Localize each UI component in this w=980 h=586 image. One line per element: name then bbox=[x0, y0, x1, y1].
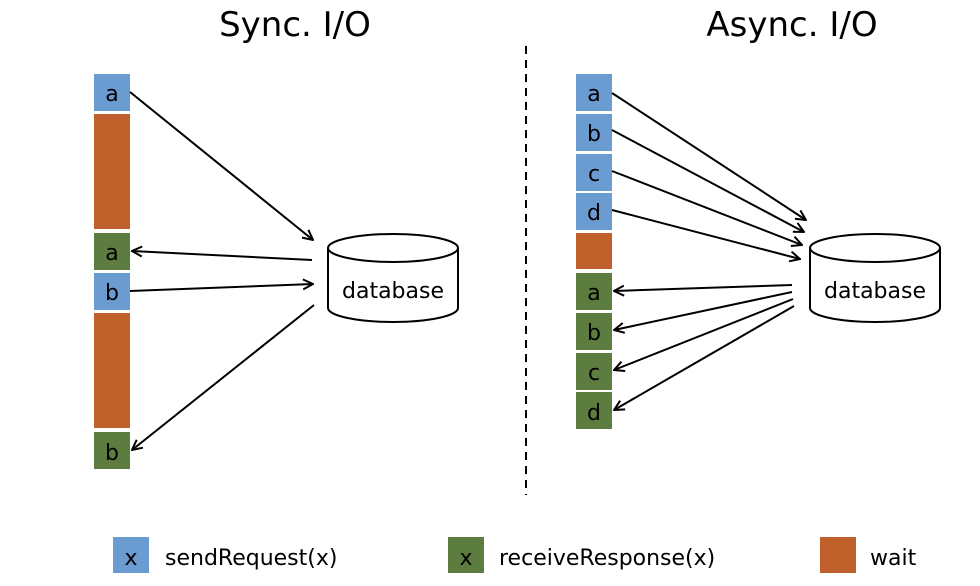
async-block-receive-a: a bbox=[576, 273, 612, 310]
database-cylinder-top bbox=[327, 233, 459, 263]
async-block-send-a: a bbox=[576, 74, 612, 111]
async-arrow-send-c bbox=[611, 170, 802, 245]
database-cylinder-body bbox=[809, 248, 941, 323]
async-arrow-send-a bbox=[611, 92, 806, 220]
async-block-receive-d: d bbox=[576, 392, 612, 429]
async-title: Async. I/O bbox=[706, 5, 877, 45]
sync-arrow-receive-b bbox=[132, 304, 315, 450]
legend-swatch-wait bbox=[820, 537, 856, 573]
block-label: b bbox=[587, 122, 601, 147]
async-arrow-receive-a bbox=[614, 284, 793, 291]
receive-block bbox=[576, 313, 612, 350]
legend-item-receive: x receiveResponse(x) bbox=[448, 537, 715, 573]
block-label: b bbox=[105, 441, 119, 466]
legend-text-send: sendRequest(x) bbox=[165, 546, 337, 571]
block-label: c bbox=[588, 361, 600, 386]
block-label: b bbox=[587, 321, 601, 346]
sync-block-send-b: b bbox=[94, 273, 130, 310]
async-database: database bbox=[809, 233, 941, 323]
sync-block-receive-a: a bbox=[94, 233, 130, 270]
send-block bbox=[94, 273, 130, 310]
block-label: a bbox=[105, 241, 118, 266]
sync-wait-block-1 bbox=[94, 114, 130, 229]
async-arrow-send-d bbox=[611, 209, 800, 259]
legend-swatch-send bbox=[113, 537, 149, 573]
database-cylinder-top bbox=[809, 233, 941, 263]
sync-arrow-send-a bbox=[129, 91, 313, 240]
async-block-receive-b: b bbox=[576, 313, 612, 350]
receive-block bbox=[576, 273, 612, 310]
receive-block bbox=[94, 233, 130, 270]
async-arrow-receive-c bbox=[614, 298, 794, 370]
sync-block-column: a a b b bbox=[94, 74, 130, 469]
sync-arrow-receive-a bbox=[132, 251, 313, 261]
sync-wait-block-2 bbox=[94, 313, 130, 428]
sync-block-send-a: a bbox=[94, 74, 130, 111]
async-arrow-receive-d bbox=[614, 305, 795, 410]
async-block-receive-c: c bbox=[576, 353, 612, 390]
async-wait-block bbox=[576, 233, 612, 269]
async-arrow-send-b bbox=[611, 129, 804, 232]
send-block bbox=[576, 154, 612, 191]
send-block bbox=[576, 193, 612, 230]
block-label: b bbox=[105, 281, 119, 306]
block-label: d bbox=[587, 401, 601, 426]
receive-block bbox=[576, 353, 612, 390]
sync-arrow-send-b bbox=[129, 284, 313, 292]
block-label: a bbox=[587, 82, 600, 107]
async-block-send-c: c bbox=[576, 154, 612, 191]
sync-block-receive-b: b bbox=[94, 432, 130, 469]
receive-block bbox=[576, 392, 612, 429]
legend-item-wait: wait bbox=[820, 537, 917, 573]
database-label: database bbox=[342, 279, 444, 304]
legend-swatch-receive bbox=[448, 537, 484, 573]
legend-text-wait: wait bbox=[870, 546, 917, 571]
send-block bbox=[576, 74, 612, 111]
legend-text-receive: receiveResponse(x) bbox=[499, 546, 715, 571]
async-block-column: a b c d a b c d bbox=[576, 74, 612, 429]
async-arrow-receive-b bbox=[614, 291, 793, 330]
block-label: c bbox=[588, 162, 600, 187]
block-label: a bbox=[587, 281, 600, 306]
send-block bbox=[576, 114, 612, 151]
block-label: a bbox=[105, 82, 118, 107]
async-block-send-b: b bbox=[576, 114, 612, 151]
send-block bbox=[94, 74, 130, 111]
block-label: d bbox=[587, 201, 601, 226]
database-label: database bbox=[824, 279, 926, 304]
legend-item-send: x sendRequest(x) bbox=[113, 537, 337, 573]
sync-database: database bbox=[327, 233, 459, 323]
legend-swatch-label: x bbox=[124, 546, 137, 571]
receive-block bbox=[94, 432, 130, 469]
database-cylinder-body bbox=[327, 248, 459, 323]
sync-title: Sync. I/O bbox=[219, 5, 371, 45]
async-block-send-d: d bbox=[576, 193, 612, 230]
legend-swatch-label: x bbox=[459, 546, 472, 571]
legend: x sendRequest(x) x receiveResponse(x) wa… bbox=[113, 537, 917, 573]
